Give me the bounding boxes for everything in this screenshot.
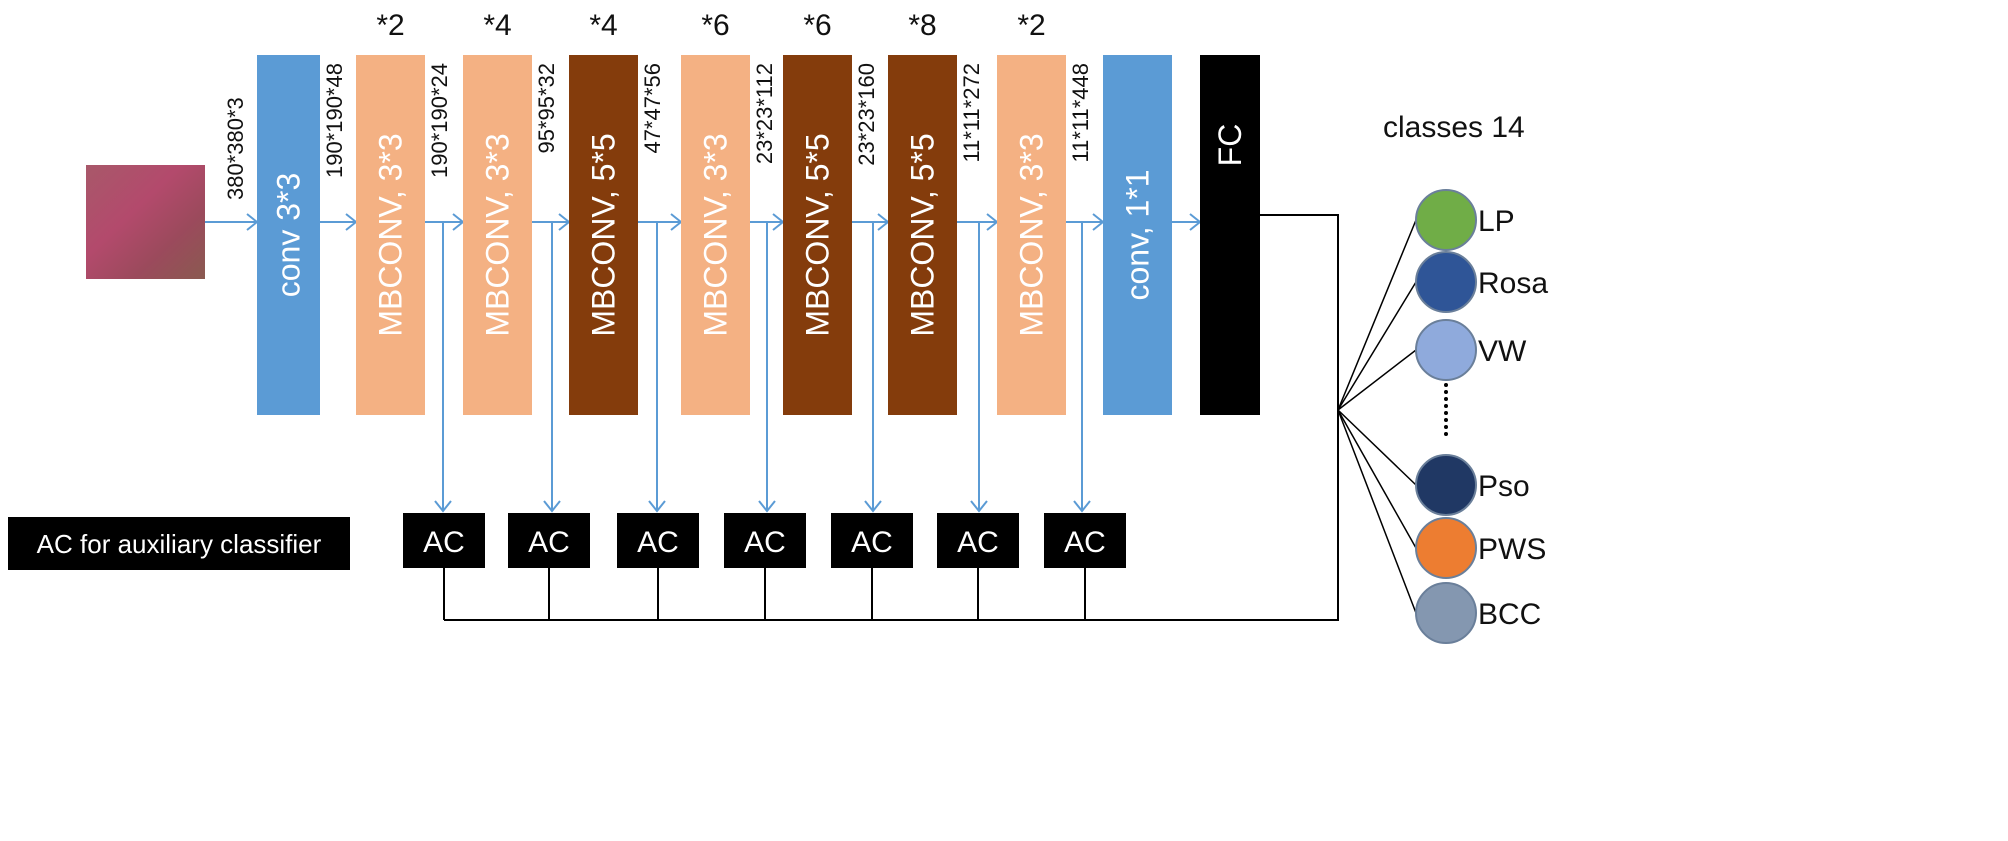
block-conv-0: conv 3*3	[257, 55, 320, 415]
class-pws: PWS	[1337, 409, 1546, 579]
aux-classifier-3: AC	[617, 513, 699, 568]
aux-branch-arrowhead	[543, 500, 561, 513]
output-dim-label: 23*23*160	[854, 63, 879, 166]
aux-branch-arrowhead	[1073, 500, 1091, 513]
input-skin-image	[86, 165, 205, 279]
class-label: LP	[1478, 205, 1515, 238]
aux-branch-arrowhead	[970, 500, 988, 513]
block-label: MBCONV, 3*3	[480, 133, 516, 336]
output-dim-label: 95*95*32	[534, 63, 559, 154]
repeat-count: *2	[1017, 9, 1045, 42]
block-label: MBCONV, 5*5	[586, 133, 622, 336]
input-dim-label: 380*380*3	[223, 97, 248, 200]
class-node-icon	[1415, 517, 1477, 579]
block-mbconv5-3: MBCONV, 5*5	[569, 55, 638, 415]
block-mbconv3-2: MBCONV, 3*3	[463, 55, 532, 415]
output-dim-label: 11*11*448	[1068, 63, 1093, 163]
block-label: MBCONV, 3*3	[698, 133, 734, 336]
classes-title: classes 14	[1383, 111, 1525, 144]
fc-block: FC	[1200, 55, 1260, 415]
block-mbconv5-5: MBCONV, 5*5	[783, 55, 852, 415]
block-conv-8: conv, 1*1	[1103, 55, 1172, 415]
class-label: Rosa	[1478, 267, 1548, 300]
aux-branch-arrowhead	[758, 500, 776, 513]
ac-label: AC	[637, 526, 679, 559]
output-dim-label: 23*23*112	[752, 63, 777, 164]
class-bcc: BCC	[1337, 409, 1541, 644]
class-rosa: Rosa	[1337, 251, 1548, 411]
aux-branch-arrowhead	[648, 500, 666, 513]
aux-branch-arrowhead	[864, 500, 882, 513]
repeat-count: *8	[908, 9, 936, 42]
aux-classifier-5: AC	[831, 513, 913, 568]
repeat-count: *2	[376, 9, 404, 42]
block-mbconv3-1: MBCONV, 3*3	[356, 55, 425, 415]
block-label: conv, 1*1	[1120, 169, 1156, 300]
class-pso: Pso	[1337, 409, 1530, 516]
class-node-icon	[1415, 251, 1477, 313]
output-dim-label: 190*190*24	[427, 63, 452, 178]
ac-label: AC	[423, 526, 465, 559]
fc-label: FC	[1212, 124, 1248, 167]
repeat-count: *4	[589, 9, 617, 42]
output-dim-label: 190*190*48	[322, 63, 347, 178]
ac-label: AC	[851, 526, 893, 559]
class-label: VW	[1478, 335, 1527, 368]
class-node-icon	[1415, 454, 1477, 516]
ac-legend-box: AC for auxiliary classifier	[8, 517, 350, 570]
class-node-icon	[1415, 319, 1477, 381]
repeat-count: *6	[803, 9, 831, 42]
class-label: Pso	[1478, 470, 1530, 503]
ac-label: AC	[957, 526, 999, 559]
aggregation-line	[444, 214, 1339, 621]
block-mbconv3-7: MBCONV, 3*3	[997, 55, 1066, 415]
class-label: BCC	[1478, 598, 1541, 631]
block-label: MBCONV, 5*5	[800, 133, 836, 336]
aux-classifier-4: AC	[724, 513, 806, 568]
class-node-icon	[1415, 189, 1477, 251]
ac-legend-text: AC for auxiliary classifier	[37, 529, 322, 559]
aux-classifier-1: AC	[403, 513, 485, 568]
class-label: PWS	[1478, 533, 1546, 566]
ac-label: AC	[1064, 526, 1106, 559]
ac-label: AC	[744, 526, 786, 559]
block-mbconv5-6: MBCONV, 5*5	[888, 55, 957, 415]
class-lp: LP	[1337, 189, 1515, 411]
output-dim-label: 11*11*272	[959, 63, 984, 163]
repeat-count: *6	[701, 9, 729, 42]
ac-label: AC	[528, 526, 570, 559]
aux-classifier-6: AC	[937, 513, 1019, 568]
block-label: MBCONV, 3*3	[373, 133, 409, 336]
block-mbconv3-4: MBCONV, 3*3	[681, 55, 750, 415]
output-dim-label: 47*47*56	[640, 63, 665, 154]
block-label: MBCONV, 3*3	[1014, 133, 1050, 336]
repeat-count: *4	[483, 9, 511, 42]
class-vw: VW	[1337, 319, 1527, 411]
block-label: MBCONV, 5*5	[905, 133, 941, 336]
block-label: conv 3*3	[271, 173, 307, 298]
aux-classifier-7: AC	[1044, 513, 1126, 568]
aux-branch-arrowhead	[434, 500, 452, 513]
class-node-icon	[1415, 582, 1477, 644]
ellipsis-dots	[1444, 383, 1448, 436]
aux-classifier-2: AC	[508, 513, 590, 568]
